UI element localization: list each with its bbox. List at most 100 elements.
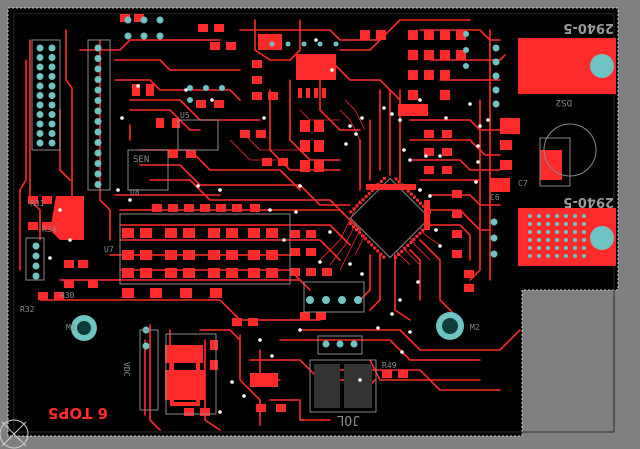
via: [210, 98, 214, 102]
conn-pad-dot: [537, 246, 541, 250]
conn-pad-dot: [582, 254, 586, 258]
conn-pad-dot: [537, 238, 541, 242]
header-pin: [140, 32, 148, 40]
conn-pad-dot: [582, 238, 586, 242]
via: [416, 280, 420, 284]
header-pin: [32, 262, 40, 270]
header-pin: [36, 73, 44, 80]
header-pin: [36, 44, 44, 52]
header-pin: [354, 296, 362, 304]
header-pin: [322, 340, 330, 348]
qfp-pin: [364, 195, 368, 199]
conn-pad-dot: [528, 222, 532, 226]
conn-pad-dot: [546, 214, 550, 218]
conn-pad-dot: [573, 246, 577, 250]
qfp-pin: [382, 176, 386, 180]
conn-pad-dot: [555, 246, 559, 250]
header-pin: [32, 242, 40, 250]
conn-pad-dot: [528, 254, 532, 258]
header-pin: [94, 128, 102, 136]
conn-pad-dot: [555, 254, 559, 258]
header-pin: [156, 32, 164, 40]
via: [486, 118, 490, 122]
via: [474, 180, 478, 184]
ground-pour-left: [50, 196, 84, 240]
qfp-pin: [379, 179, 383, 183]
via: [398, 118, 402, 122]
header-pin: [36, 63, 44, 71]
header-pin: [94, 44, 102, 52]
conn-pad-dot: [564, 214, 568, 218]
qfp-pin: [418, 231, 422, 235]
conn-pad-dot: [528, 214, 532, 218]
silkscreen-outlines: [25, 39, 597, 415]
header-pin: [301, 41, 307, 47]
header-pin: [492, 86, 500, 94]
header-pin: [94, 76, 102, 83]
via: [184, 88, 188, 92]
qfp-pin: [397, 180, 401, 184]
component-body-bottom: [314, 364, 372, 408]
label-2940-top: 2940-5: [563, 20, 614, 35]
qfp-pin: [370, 189, 374, 193]
conn-pad-dot: [555, 238, 559, 242]
qfp-pin: [382, 255, 386, 259]
conn-pad-dot: [582, 214, 586, 218]
conn-pad-dot: [582, 230, 586, 234]
header-pin: [269, 41, 275, 47]
via: [408, 330, 412, 334]
via: [408, 158, 412, 162]
label-sen: SEN: [133, 155, 149, 165]
qfp-pin: [348, 222, 352, 226]
via: [390, 312, 394, 316]
via: [418, 188, 422, 192]
via: [376, 326, 380, 330]
qfp-pin: [412, 237, 416, 241]
header-pin: [36, 139, 44, 147]
header-pin: [36, 130, 44, 137]
qfp-pin: [409, 192, 413, 196]
header-pin: [48, 73, 56, 80]
vias: [48, 38, 490, 414]
conn-pad-dot: [564, 246, 568, 250]
header-pin: [187, 85, 193, 91]
label-r34: R34: [42, 225, 57, 234]
conn-pad-dot: [564, 254, 568, 258]
conn-pad-dot: [537, 214, 541, 218]
conn-pad-dot: [582, 246, 586, 250]
conn-pad-dot: [573, 254, 577, 258]
header-pin: [48, 130, 56, 137]
header-pin: [140, 16, 148, 24]
top-layer-label: 6 TOP5: [48, 404, 108, 422]
header-pin: [492, 58, 500, 66]
conn-pad-dot: [582, 222, 586, 226]
via: [398, 298, 402, 302]
qfp-pin: [400, 250, 404, 254]
via: [476, 144, 480, 148]
qfp-pin: [355, 204, 359, 208]
via: [48, 256, 52, 260]
header-pin: [94, 149, 102, 157]
conn-pad-dot: [528, 230, 532, 234]
header-pin: [36, 82, 44, 90]
qfp-pin: [422, 204, 426, 208]
qfp-pin: [352, 207, 356, 211]
via: [218, 188, 222, 192]
qfp-pin: [406, 189, 410, 193]
pcb-board: [8, 8, 618, 436]
header-pin: [48, 139, 56, 147]
via: [330, 68, 334, 72]
via: [354, 132, 358, 136]
header-pin: [94, 118, 102, 125]
header-pin: [48, 111, 56, 118]
conn-pad-dot: [564, 222, 568, 226]
header-pin: [490, 234, 498, 242]
qfp-pin: [379, 252, 383, 256]
header-pin: [490, 218, 498, 226]
label-c7: C7: [518, 179, 528, 188]
via: [434, 228, 438, 232]
header-pin: [32, 252, 40, 260]
via: [438, 154, 442, 158]
silkscreen-labels: 2940-5 2940-5 6 TOP5 JOL R32 R30 R34 R31…: [20, 20, 614, 427]
header-pin: [48, 63, 56, 71]
